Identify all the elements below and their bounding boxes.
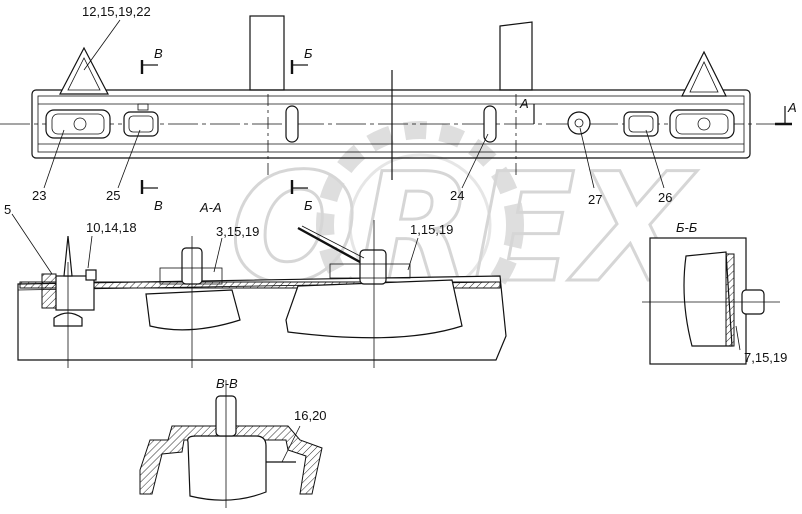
slot-left xyxy=(285,105,299,143)
reflector-triangle-right xyxy=(681,50,727,97)
rear-lamp-right xyxy=(669,109,735,139)
section-mark-a-top: А xyxy=(519,96,529,111)
callout-5: 5 xyxy=(4,202,11,217)
section-bb xyxy=(642,237,780,365)
section-vv xyxy=(139,380,323,508)
callout-25: 25 xyxy=(106,188,120,203)
right-bracket-post xyxy=(499,21,533,91)
callout-3-15-19: 3,15,19 xyxy=(216,224,259,239)
section-mark-b-bottom: Б xyxy=(304,198,313,213)
section-mark-a-end: А xyxy=(787,100,797,115)
section-vv-lamp xyxy=(187,435,267,501)
callout-26: 26 xyxy=(658,190,672,205)
lamp-26 xyxy=(623,111,659,137)
rear-beam-view xyxy=(0,15,792,194)
aa-lamp-left xyxy=(145,289,241,331)
section-title-aa: А-А xyxy=(199,200,222,215)
callout-10-14-18: 10,14,18 xyxy=(86,220,137,235)
section-mark-v-bottom: В xyxy=(154,198,163,213)
callout-24: 24 xyxy=(450,188,464,203)
section-mark-b-top: Б xyxy=(304,46,313,61)
left-bracket-post xyxy=(249,15,285,91)
callout-1-15-19: 1,15,19 xyxy=(410,222,453,237)
lamp-25 xyxy=(123,111,159,137)
socket-27 xyxy=(567,111,591,135)
reflector-triangle-left xyxy=(59,46,109,95)
callout-16-20: 16,20 xyxy=(294,408,327,423)
section-mark-v-top: В xyxy=(154,46,163,61)
callout-7-15-19: 7,15,19 xyxy=(744,350,787,365)
rear-lamp-left xyxy=(45,109,111,139)
callout-23: 23 xyxy=(32,188,46,203)
section-aa xyxy=(11,213,507,368)
callout-27: 27 xyxy=(588,192,602,207)
section-title-bb: Б-Б xyxy=(676,220,698,235)
section-title-vv: В-В xyxy=(216,376,238,391)
callout-12-15-19-22: 12,15,19,22 xyxy=(82,4,151,19)
slot-24 xyxy=(483,105,497,143)
